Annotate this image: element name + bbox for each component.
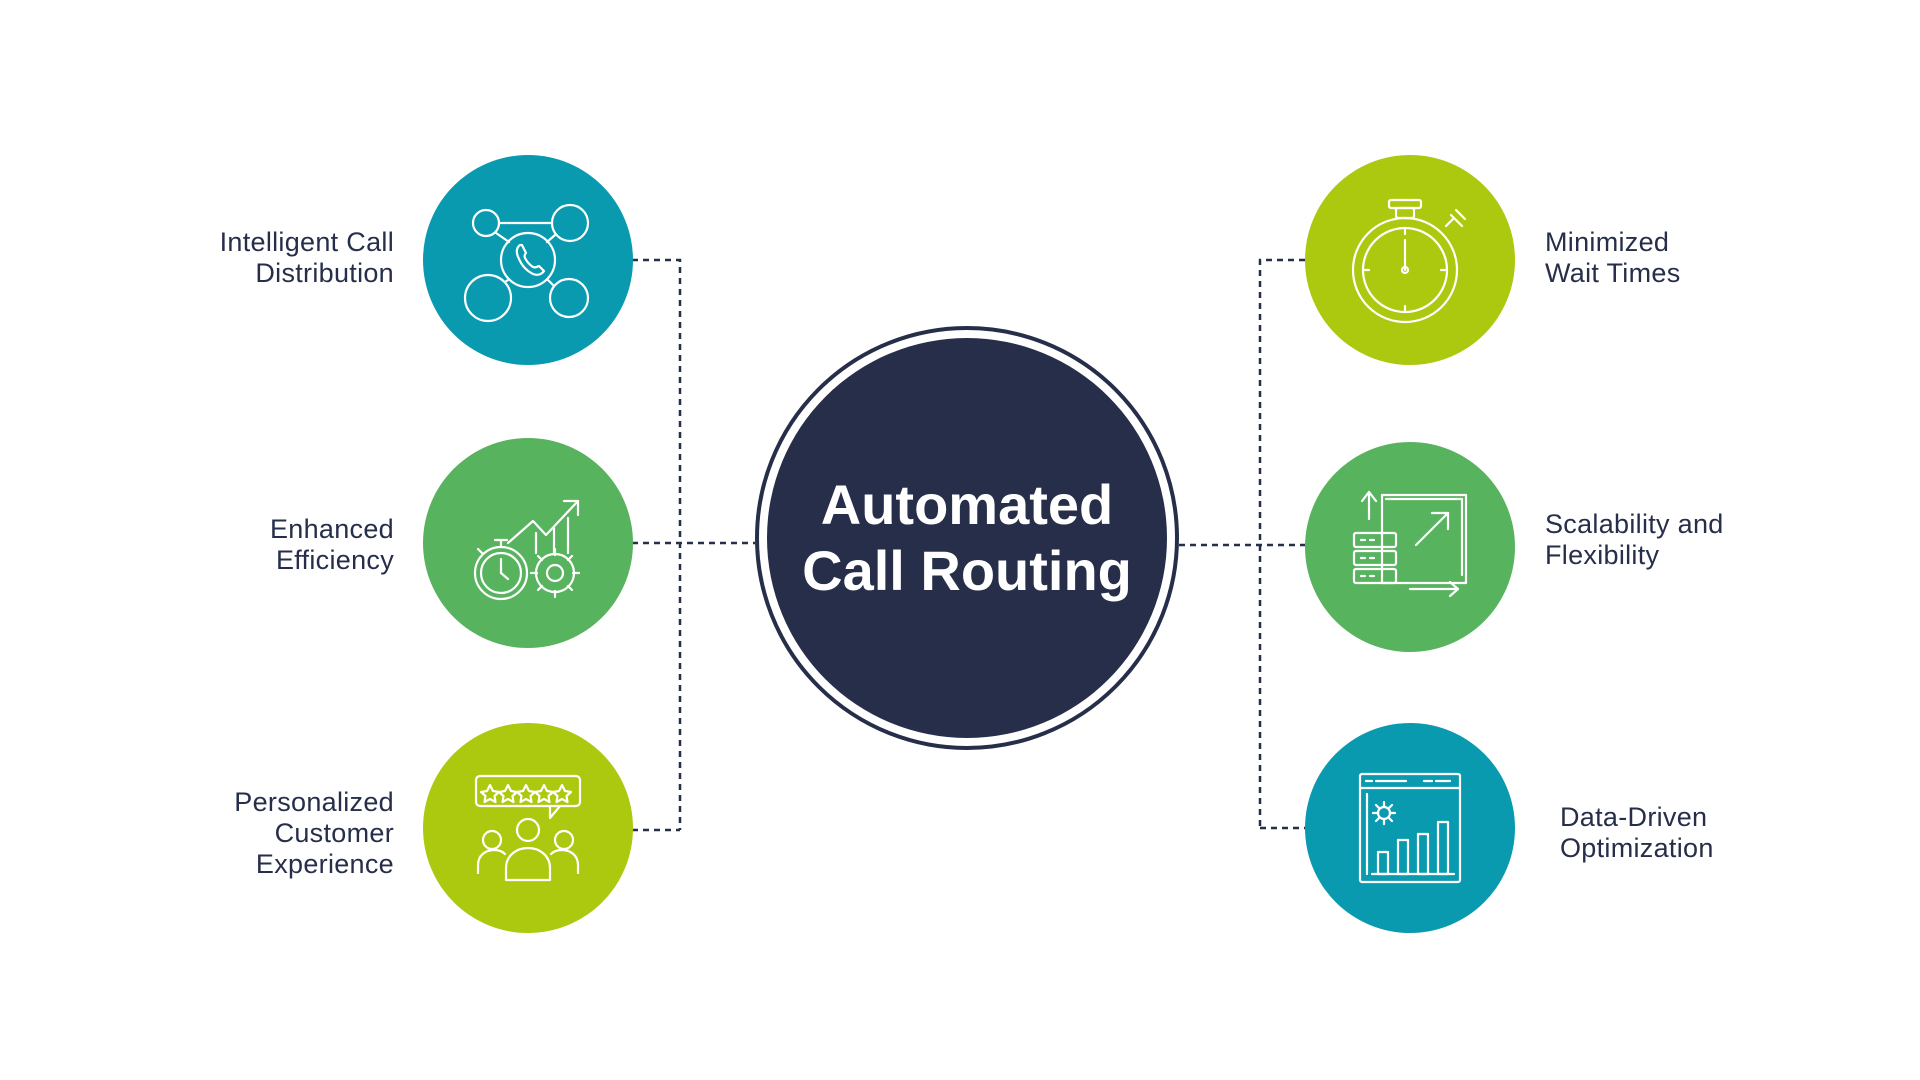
label-line: Optimization xyxy=(1560,833,1714,863)
label-line: Intelligent Call xyxy=(219,227,394,257)
connector-left-top xyxy=(632,258,682,830)
center-title-line2: Call Routing xyxy=(802,539,1132,602)
label-personalized-customer-experience: Personalized Customer Experience xyxy=(234,787,394,880)
phone-network-icon xyxy=(463,203,590,323)
node-scalability-and-flexibility xyxy=(1305,442,1515,652)
center-title-line1: Automated xyxy=(820,473,1114,536)
center-title: Automated Call Routing xyxy=(767,338,1167,738)
label-line: Wait Times xyxy=(1545,258,1681,288)
label-line: Flexibility xyxy=(1545,540,1660,570)
label-line: Customer xyxy=(274,818,394,848)
label-line: Scalability and xyxy=(1545,509,1724,539)
label-line: Efficiency xyxy=(275,545,394,575)
server-scaling-icon xyxy=(1352,490,1468,598)
node-data-driven-optimization xyxy=(1305,723,1515,933)
label-line: Data-Driven xyxy=(1560,802,1708,832)
label-line: Enhanced xyxy=(269,514,394,544)
stopwatch-icon xyxy=(1351,198,1467,324)
dashboard-chart-icon xyxy=(1358,772,1462,884)
stopwatch-gear-growth-icon xyxy=(473,499,581,601)
label-enhanced-efficiency: Enhanced Efficiency xyxy=(270,514,394,576)
connector-right-top xyxy=(1258,258,1305,828)
label-line: Distribution xyxy=(255,258,394,288)
node-minimized-wait-times xyxy=(1305,155,1515,365)
label-minimized-wait-times: Minimized Wait Times xyxy=(1545,227,1681,289)
node-intelligent-call-distribution xyxy=(423,155,633,365)
label-line: Experience xyxy=(255,849,394,879)
node-personalized-customer-experience xyxy=(423,723,633,933)
label-line: Minimized xyxy=(1545,227,1670,257)
customer-rating-icon xyxy=(474,774,582,882)
label-data-driven-optimization: Data-Driven Optimization xyxy=(1560,802,1714,864)
label-intelligent-call-distribution: Intelligent Call Distribution xyxy=(220,227,394,289)
label-line: Personalized xyxy=(234,787,394,817)
label-scalability-and-flexibility: Scalability and Flexibility xyxy=(1545,509,1724,571)
center-ring: Automated Call Routing xyxy=(755,326,1179,750)
node-enhanced-efficiency xyxy=(423,438,633,648)
